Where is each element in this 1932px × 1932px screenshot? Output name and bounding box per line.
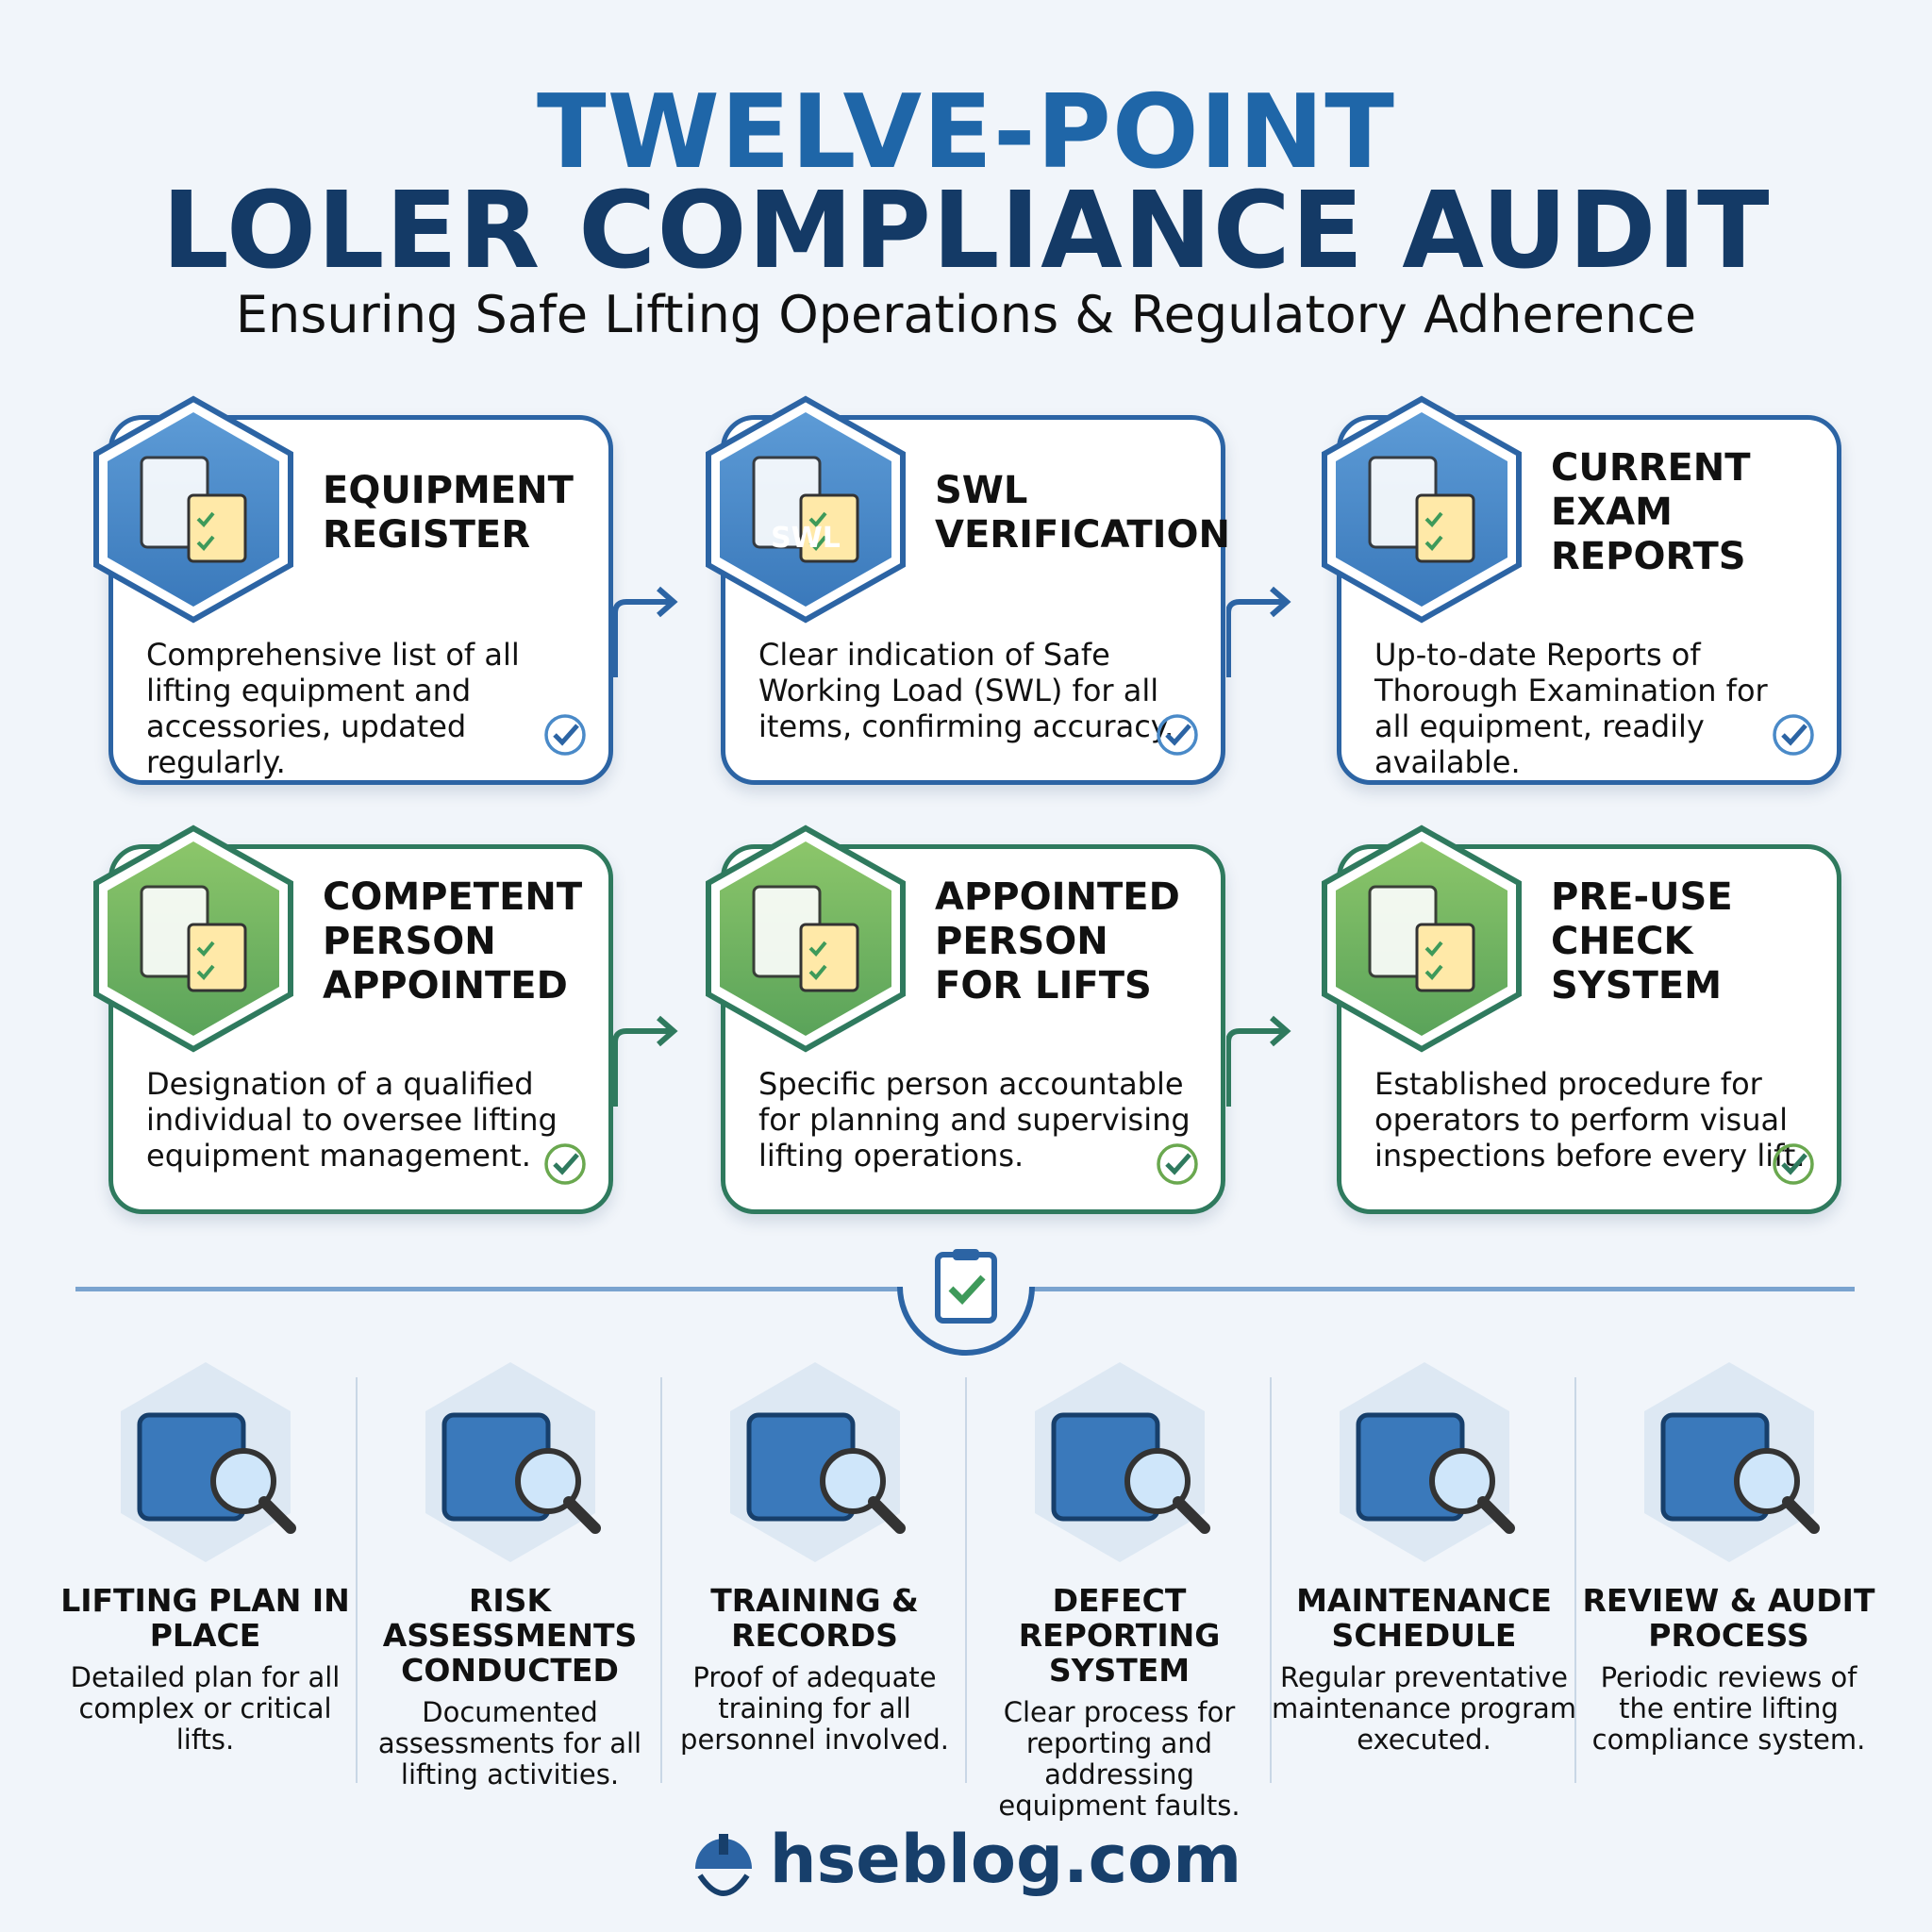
- flow-arrow-icon: [1226, 1015, 1291, 1107]
- swl-label: SWL: [771, 522, 841, 555]
- footer-brand: hseblog.com: [0, 1821, 1932, 1902]
- audit-item: TRAINING & RECORDS Proof of adequate tra…: [662, 1358, 967, 1756]
- item-title: TRAINING & RECORDS: [710, 1582, 919, 1654]
- checkmark-icon: [1157, 1143, 1198, 1185]
- card-description: Specific person accountable for planning…: [758, 1066, 1191, 1174]
- checkmark-icon: [544, 1143, 586, 1185]
- wrench-calendar-icon: [1339, 1362, 1515, 1562]
- card-description: Up-to-date Reports of Thorough Examinati…: [1374, 637, 1768, 780]
- audit-item: DEFECT REPORTING SYSTEM Clear process fo…: [967, 1358, 1272, 1822]
- card-title-line: APPOINTED: [323, 964, 568, 1008]
- card-title-line: CHECK: [1551, 920, 1693, 963]
- clipboard-check-icon: [897, 1249, 1035, 1356]
- item-title: MAINTENANCE SCHEDULE: [1296, 1582, 1552, 1654]
- footer-brand-text: hseblog.com: [769, 1821, 1242, 1898]
- hard-hat-logo-icon: [694, 1833, 752, 1896]
- page-title-line1: TWELVE-POINT: [537, 74, 1395, 192]
- card-title-line: SYSTEM: [1551, 964, 1722, 1008]
- item-description: Detailed plan for all complex or critica…: [70, 1661, 341, 1756]
- item-description: Regular preventative maintenance program…: [1272, 1661, 1576, 1756]
- column-separator: [1574, 1377, 1576, 1783]
- column-separator: [660, 1377, 662, 1783]
- flow-arrow-icon: [613, 586, 678, 677]
- item-description: Documented assessments for all lifting a…: [377, 1696, 642, 1790]
- checkmark-icon: [1157, 714, 1198, 756]
- card-title-line: APPOINTED: [935, 875, 1180, 919]
- appointed-person-crane-icon: [706, 824, 906, 1053]
- card-title-line: VERIFICATION: [935, 513, 1231, 557]
- item-description: Proof of adequate training for all perso…: [680, 1661, 949, 1756]
- checkmark-icon: [544, 714, 586, 756]
- item-title: DEFECT REPORTING SYSTEM: [1018, 1582, 1221, 1689]
- item-title: RISK ASSESSMENTS CONDUCTED: [382, 1582, 638, 1689]
- card-description: Established procedure for operators to p…: [1374, 1066, 1806, 1174]
- checklist-magnifier-icon: [1322, 824, 1522, 1053]
- card-title-line: SWL: [935, 469, 1028, 512]
- item-title: LIFTING PLAN IN PLACE: [60, 1582, 350, 1654]
- audit-item: LIFTING PLAN IN PLACE Detailed plan for …: [53, 1358, 358, 1756]
- flow-arrow-icon: [1226, 586, 1291, 677]
- checkmark-icon: [1773, 1143, 1814, 1185]
- card-title-line: PERSON: [323, 920, 496, 963]
- page-title-line2: LOLER COMPLIANCE AUDIT: [161, 170, 1771, 292]
- card-title-line: FOR LIFTS: [935, 964, 1152, 1008]
- checkmark-icon: [1773, 714, 1814, 756]
- card-title-line: REGISTER: [323, 513, 531, 557]
- review-cycle-icon: [1643, 1362, 1820, 1562]
- blueprint-crane-icon: [120, 1362, 296, 1562]
- flow-arrow-icon: [613, 1015, 678, 1107]
- card-title-line: EXAM: [1551, 491, 1673, 534]
- calendar-certificate-icon: [1322, 395, 1522, 624]
- card-title-line: PERSON: [935, 920, 1108, 963]
- broken-chain-icon: [1034, 1362, 1210, 1562]
- card-title-line: CURRENT: [1551, 446, 1751, 490]
- item-title: REVIEW & AUDIT PROCESS: [1582, 1582, 1875, 1654]
- card-title-line: EQUIPMENT: [323, 469, 574, 512]
- warning-magnifier-icon: [425, 1362, 601, 1562]
- card-title-line: PRE-USE: [1551, 875, 1733, 919]
- card-description: Comprehensive list of all lifting equipm…: [146, 637, 520, 780]
- swl-weight-icon: SWL: [706, 395, 906, 624]
- column-separator: [965, 1377, 967, 1783]
- item-description: Periodic reviews of the entire lifting c…: [1591, 1661, 1866, 1756]
- item-description: Clear process for reporting and addressi…: [998, 1696, 1241, 1822]
- audit-item: RISK ASSESSMENTS CONDUCTED Documented as…: [358, 1358, 662, 1790]
- column-separator: [1270, 1377, 1272, 1783]
- card-description: Clear indication of Safe Working Load (S…: [758, 637, 1174, 744]
- card-title-line: COMPETENT: [323, 875, 583, 919]
- audit-item: REVIEW & AUDIT PROCESS Periodic reviews …: [1576, 1358, 1881, 1756]
- audit-item: MAINTENANCE SCHEDULE Regular preventativ…: [1272, 1358, 1576, 1756]
- competent-person-icon: [93, 824, 293, 1053]
- register-clipboard-icon: [93, 395, 293, 624]
- card-description: Designation of a qualified individual to…: [146, 1066, 558, 1174]
- trainee-certificate-icon: [729, 1362, 906, 1562]
- card-title-line: REPORTS: [1551, 535, 1746, 578]
- column-separator: [356, 1377, 358, 1783]
- page-subtitle: Ensuring Safe Lifting Operations & Regul…: [235, 285, 1697, 344]
